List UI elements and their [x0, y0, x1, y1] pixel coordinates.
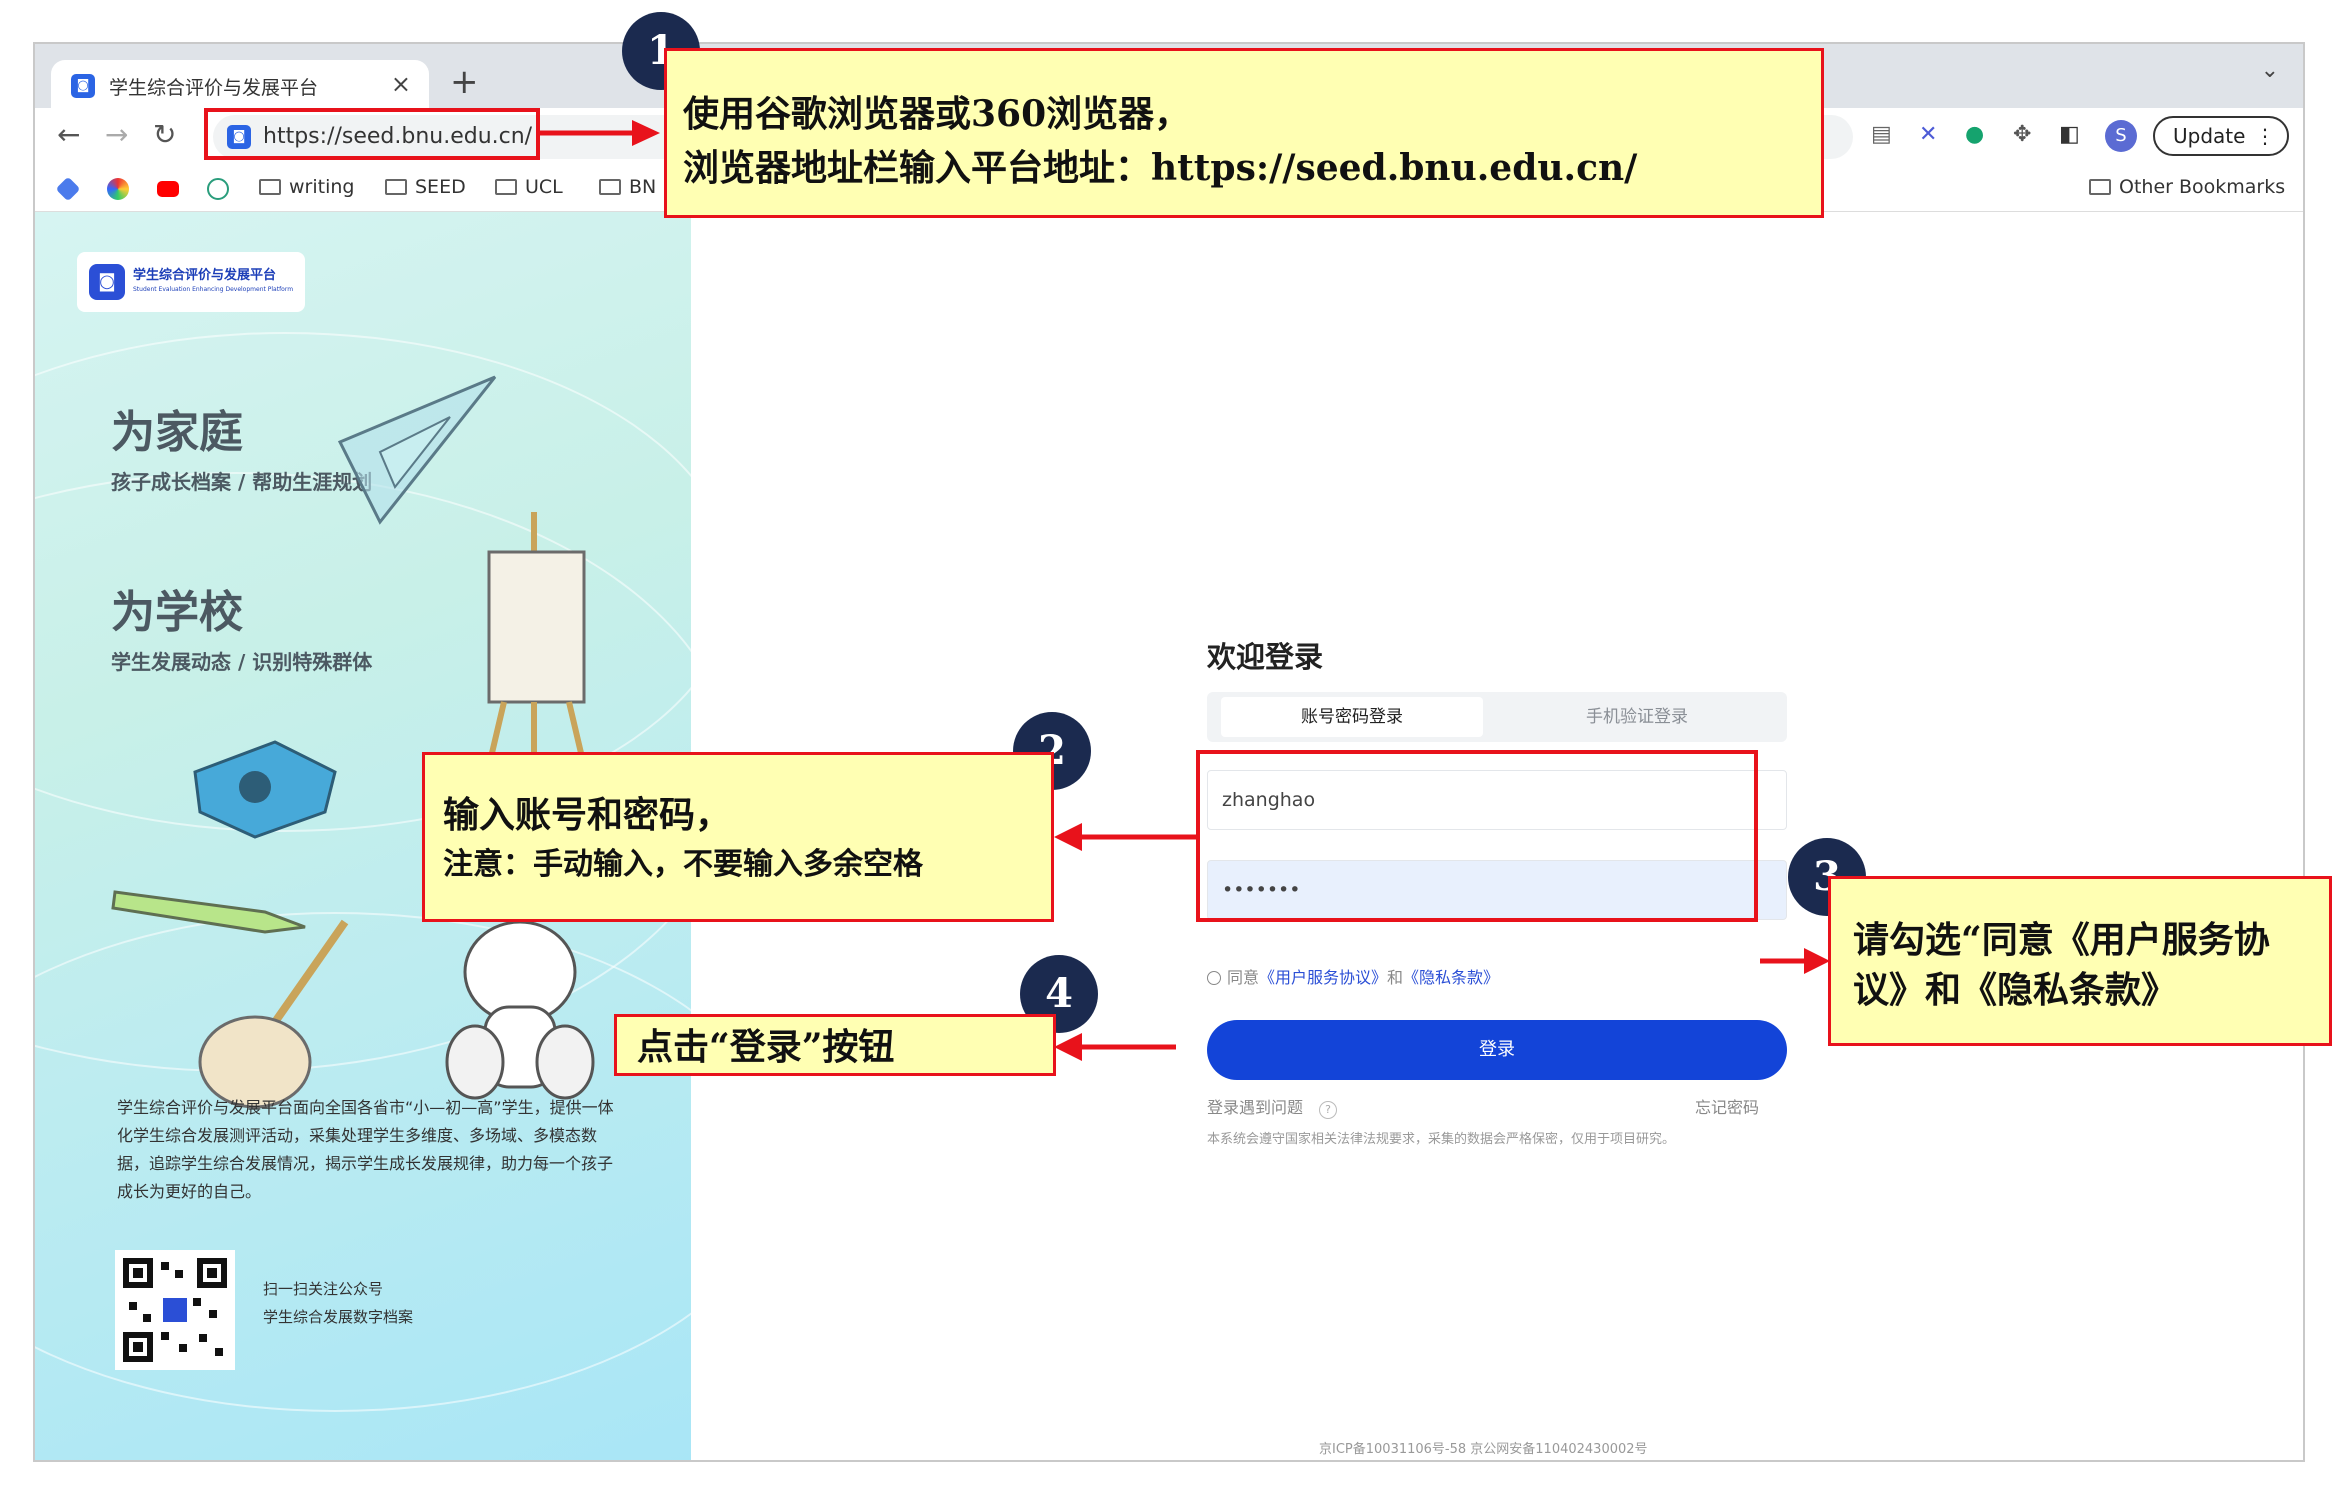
- agreement-row[interactable]: 同意《用户服务协议》和《隐私条款》: [1207, 964, 1499, 988]
- translate-extension-icon[interactable]: ✕: [1919, 122, 1938, 147]
- qr-code: [115, 1250, 235, 1370]
- pipa-instrument-icon: [198, 919, 349, 1109]
- login-method-tabs: 账号密码登录 手机验证登录: [1207, 692, 1787, 742]
- profile-avatar[interactable]: S: [2105, 120, 2137, 152]
- step3-note: 请勾选“同意《用户服务协议》和《隐私条款》: [1828, 876, 2332, 1046]
- folder-icon: [599, 179, 621, 195]
- login-help[interactable]: 登录遇到问题?: [1207, 1094, 1338, 1119]
- triangle-ruler-icon: [337, 375, 497, 525]
- new-tab-button[interactable]: +: [450, 62, 479, 102]
- pencil-sharpener-icon: [193, 740, 337, 839]
- login-button[interactable]: 登录: [1207, 1020, 1787, 1080]
- qr-caption-line2: 学生综合发展数字档案: [263, 1308, 414, 1326]
- arrow-left-icon: [1054, 823, 1196, 851]
- update-button[interactable]: Update ⋮: [2153, 116, 2289, 156]
- privacy-link[interactable]: 《隐私条款》: [1403, 968, 1500, 987]
- menu-dots-icon[interactable]: ⋮: [2255, 124, 2275, 148]
- icp-footer: 京ICP备10031106号-58 京公网安备110402430002号: [1319, 1442, 1648, 1457]
- folder-icon: [2089, 179, 2111, 195]
- question-icon[interactable]: ?: [1319, 1101, 1338, 1119]
- tab-sms-login[interactable]: 手机验证登录: [1586, 707, 1688, 727]
- url-highlight-box: [204, 108, 540, 160]
- forward-arrow-icon[interactable]: →: [105, 118, 129, 151]
- arrow-left-icon: [1054, 1033, 1176, 1061]
- extensions-puzzle-icon[interactable]: ✥: [2013, 122, 2032, 147]
- step1-line2: 浏览器地址栏输入平台地址：https://seed.bnu.edu.cn/: [683, 147, 1638, 189]
- school-heading: 为学校: [111, 587, 243, 638]
- easel-icon: [481, 512, 592, 788]
- family-subheading: 孩子成长档案 / 帮助生涯规划: [111, 470, 373, 494]
- side-panel-icon[interactable]: ◧: [2059, 122, 2080, 147]
- step1-line1: 使用谷歌浏览器或360浏览器，: [683, 93, 1191, 135]
- tab-search-chevron-icon[interactable]: ⌄: [2260, 58, 2279, 83]
- youtube-icon[interactable]: [157, 181, 179, 197]
- bookmark-writing[interactable]: writing: [259, 176, 354, 198]
- credentials-highlight-box: [1196, 750, 1758, 922]
- browser-window: ◙ 学生综合评价与发展平台 × + ⌄ ← → ↻ ◙ https://seed…: [33, 42, 2305, 1462]
- tab-password-login[interactable]: 账号密码登录: [1221, 697, 1483, 737]
- forgot-password-link[interactable]: 忘记密码: [1695, 1098, 1760, 1117]
- bookmark-bn[interactable]: BN: [599, 176, 656, 198]
- privacy-notice: 本系统会遵守国家相关法律法规要求，采集的数据会严格保密，仅用于项目研究。: [1207, 1132, 1676, 1147]
- site-favicon-icon: ◙: [227, 125, 251, 149]
- arrow-right-icon: [540, 120, 660, 146]
- back-arrow-icon[interactable]: ←: [57, 118, 81, 151]
- bookmark-seed[interactable]: SEED: [385, 176, 466, 198]
- password-input[interactable]: [1207, 860, 1787, 920]
- update-label: Update: [2173, 124, 2246, 148]
- logo-name: 学生综合评价与发展平台: [133, 268, 277, 283]
- folder-icon: [259, 179, 281, 195]
- browser-tab[interactable]: ◙ 学生综合评价与发展平台 ×: [51, 60, 429, 110]
- tab-title: 学生综合评价与发展平台: [109, 77, 319, 99]
- logo-mark-icon: ◙: [89, 264, 125, 300]
- bookmark-colorful-icon[interactable]: [107, 178, 129, 200]
- school-subheading: 学生发展动态 / 识别特殊群体: [111, 650, 373, 674]
- step1-note: 使用谷歌浏览器或360浏览器， 浏览器地址栏输入平台地址：https://see…: [664, 48, 1824, 218]
- step4-note: 点击“登录”按钮: [614, 1014, 1056, 1076]
- qr-code-icon: [123, 1258, 227, 1362]
- other-bookmarks[interactable]: Other Bookmarks: [2089, 176, 2285, 198]
- grammarly-extension-icon[interactable]: ●: [1965, 122, 1985, 147]
- bookmark-diamond-icon[interactable]: [55, 176, 81, 202]
- qr-caption-line1: 扫一扫关注公众号: [263, 1280, 384, 1298]
- page-icon[interactable]: ▤: [1871, 122, 1892, 147]
- platform-logo[interactable]: ◙ 学生综合评价与发展平台 Student Evaluation Enhanci…: [77, 252, 305, 312]
- site-favicon-icon: ◙: [71, 74, 95, 98]
- pen-icon: [111, 890, 306, 934]
- robot-mascot-icon: [445, 920, 595, 1100]
- address-url[interactable]: https://seed.bnu.edu.cn/: [263, 124, 533, 149]
- tab-close-icon[interactable]: ×: [390, 70, 411, 98]
- platform-description: 学生综合评价与发展平台面向全国各省市“小—初—高”学生，提供一体化学生综合发展测…: [117, 1098, 614, 1201]
- username-input[interactable]: [1207, 770, 1787, 830]
- reload-icon[interactable]: ↻: [153, 118, 177, 151]
- family-heading: 为家庭: [111, 407, 243, 458]
- chatgpt-icon[interactable]: [207, 178, 229, 200]
- login-title: 欢迎登录: [1207, 640, 1324, 674]
- decor-wave: [35, 912, 691, 1412]
- step2-note: 输入账号和密码， 注意：手动输入，不要输入多余空格: [422, 752, 1054, 922]
- folder-icon: [495, 179, 517, 195]
- step2-line2: 注意：手动输入，不要输入多余空格: [443, 847, 923, 882]
- step2-line1: 输入账号和密码，: [443, 794, 732, 836]
- logo-subtitle: Student Evaluation Enhancing Development…: [133, 286, 294, 293]
- terms-link[interactable]: 《用户服务协议》: [1259, 968, 1388, 987]
- agree-radio[interactable]: [1207, 971, 1221, 985]
- folder-icon: [385, 179, 407, 195]
- bookmark-ucl[interactable]: UCL: [495, 176, 563, 198]
- arrow-right-icon: [1760, 948, 1830, 974]
